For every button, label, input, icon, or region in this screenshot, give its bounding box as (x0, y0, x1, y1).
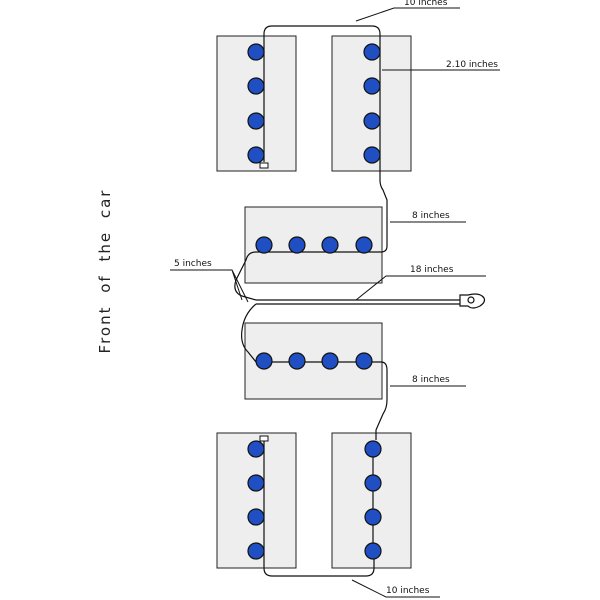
terminal (247, 77, 265, 95)
terminal (288, 352, 306, 370)
dimension-2-10: 2.10 inches (446, 60, 498, 70)
terminal (364, 508, 382, 526)
dimension-left-5: 5 inches (174, 259, 212, 269)
terminal (355, 236, 373, 254)
terminal (321, 352, 339, 370)
dimension-main-18: 18 inches (410, 265, 454, 275)
dimension-top-10: 10 inches (404, 0, 448, 8)
terminal (255, 236, 273, 254)
terminal (363, 43, 381, 61)
terminal (321, 236, 339, 254)
terminal (364, 440, 382, 458)
fuse-top-left (259, 162, 269, 169)
wire-middle-upper-chain (234, 251, 257, 301)
dimension-lower-8: 8 inches (412, 375, 450, 385)
terminal (247, 542, 265, 560)
front-of-car-label: Front of the car (96, 188, 114, 354)
terminal (247, 43, 265, 61)
leader-left-5 (170, 269, 249, 303)
terminal (247, 440, 265, 458)
leader-main-18 (355, 275, 486, 301)
terminal (355, 352, 373, 370)
terminal (255, 352, 273, 370)
terminal (364, 474, 382, 492)
terminal (363, 77, 381, 95)
terminal (247, 508, 265, 526)
dimension-upper-8: 8 inches (412, 211, 450, 221)
plug-ring (467, 296, 475, 304)
wire-top-loop (256, 25, 381, 53)
terminal (288, 236, 306, 254)
wire-top-right-to-middle (256, 158, 388, 253)
terminal (363, 112, 381, 130)
terminal (247, 112, 265, 130)
leader-top-10 (355, 7, 460, 22)
wire-bottom-loop (263, 552, 375, 577)
fuse-bottom-left (259, 435, 269, 442)
terminal (363, 146, 381, 164)
wire-middle-lower-link (241, 303, 388, 440)
terminal (364, 542, 382, 560)
terminal (247, 146, 265, 164)
terminal (247, 474, 265, 492)
leader-bottom-10 (351, 579, 440, 598)
dimension-bottom-10: 10 inches (386, 586, 430, 596)
